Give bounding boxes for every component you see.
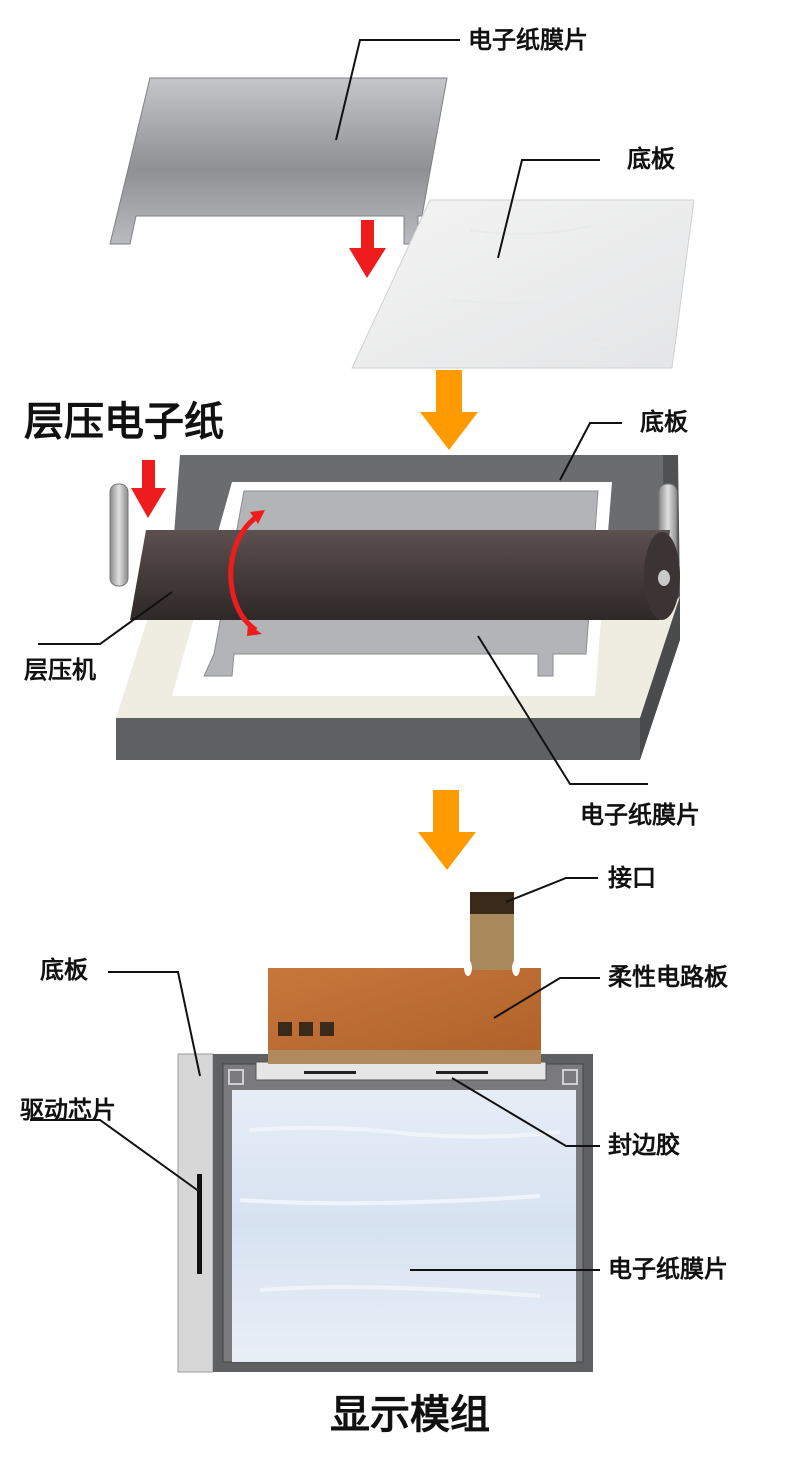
connector-tail <box>464 892 520 976</box>
label-driver-chip: 驱动芯片 <box>20 1096 116 1124</box>
leader-laminator <box>38 591 173 645</box>
leader-driver-chip <box>30 1119 201 1193</box>
leader-connector <box>505 877 598 903</box>
top-substrate <box>351 199 695 369</box>
orange-down-arrow-2 <box>418 790 476 870</box>
section-title-lamination: 层压电子纸 <box>24 399 224 445</box>
label-substrate-mid: 底板 <box>640 408 688 436</box>
leader-substrate-top <box>497 159 600 259</box>
label-film-top: 电子纸膜片 <box>468 26 588 54</box>
top-film <box>109 77 448 245</box>
leader-film-mid <box>477 635 648 785</box>
label-laminator: 层压机 <box>24 656 96 684</box>
display-module <box>177 1053 593 1373</box>
leader-edge-seal <box>451 1077 600 1147</box>
rotation-arrow <box>228 510 265 636</box>
orange-down-arrow-1 <box>420 370 478 450</box>
leader-film-top <box>335 39 460 141</box>
red-down-arrow-top <box>349 220 386 278</box>
label-substrate-top: 底板 <box>627 145 675 173</box>
leader-fpc <box>493 977 600 1019</box>
red-down-arrow-mid <box>131 460 166 518</box>
label-film-bottom: 电子纸膜片 <box>608 1255 728 1283</box>
leader-substrate-bottom <box>108 971 201 1077</box>
label-film-mid: 电子纸膜片 <box>580 801 700 829</box>
label-fpc: 柔性电路板 <box>608 963 728 991</box>
label-connector: 接口 <box>608 864 656 892</box>
laminator-roller <box>130 530 680 620</box>
fpc-board <box>268 968 541 1064</box>
leader-substrate-mid <box>559 422 622 481</box>
module-title: 显示模组 <box>330 1392 490 1438</box>
label-edge-seal: 封边胶 <box>608 1131 680 1159</box>
label-substrate-bottom: 底板 <box>40 956 88 984</box>
